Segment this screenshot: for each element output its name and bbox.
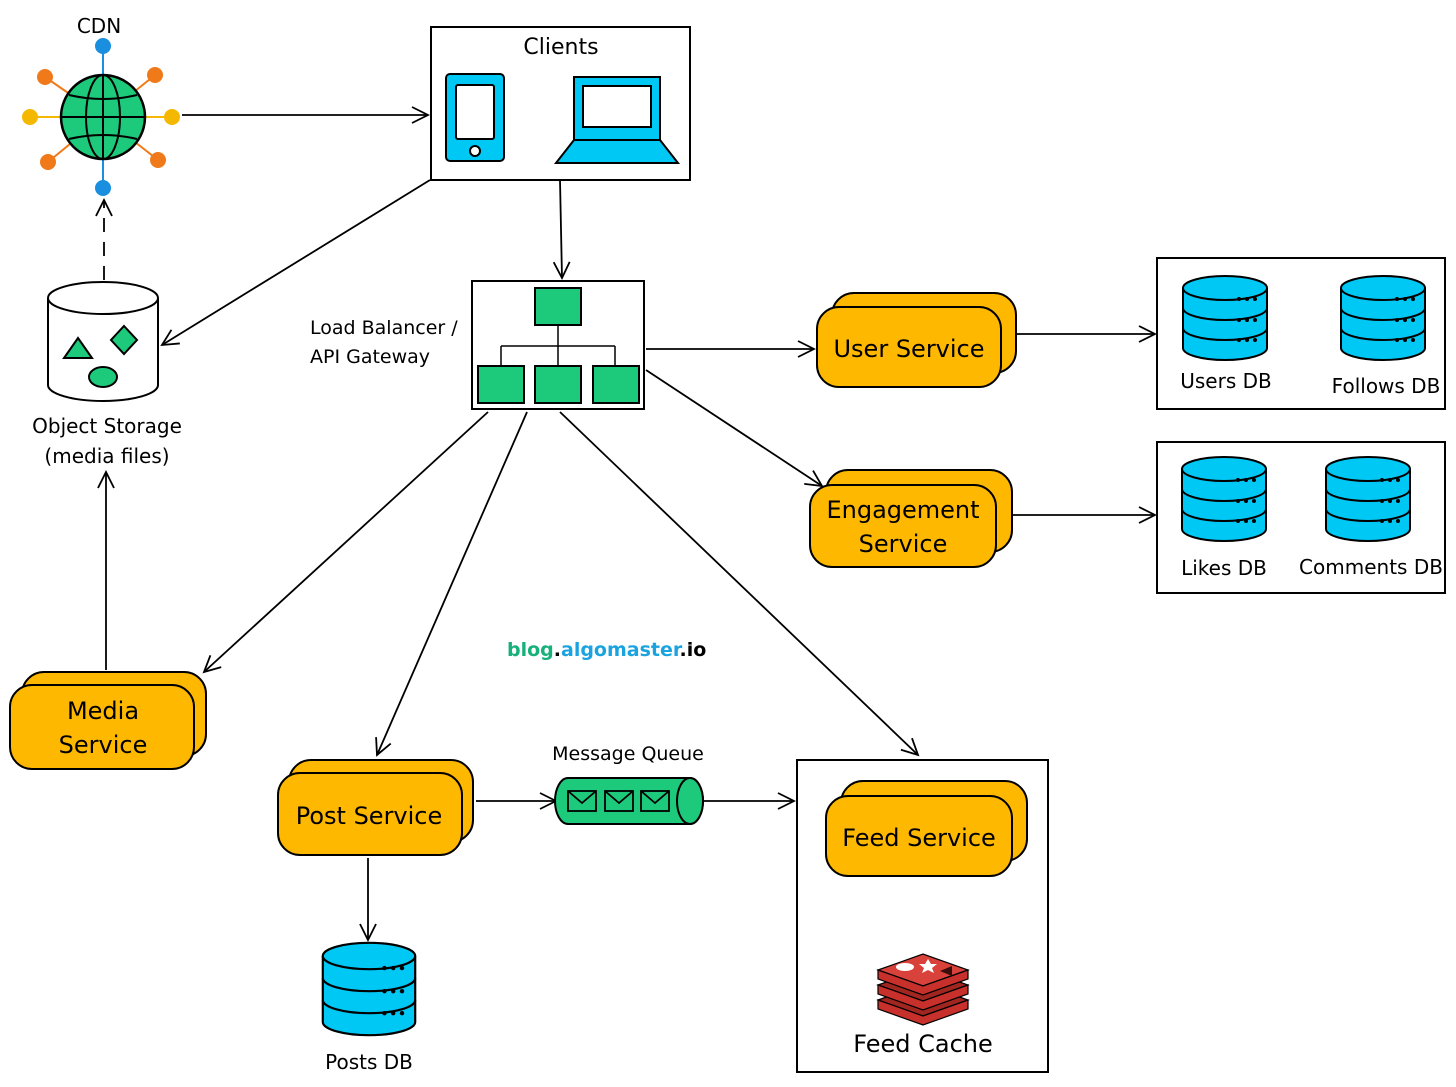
api-gateway-label: API Gateway [310,346,430,368]
cdn-icon [22,38,180,196]
feed-service-node [825,780,1028,877]
laptop-icon [553,76,681,164]
follows-db-label: Follows DB [1332,374,1441,398]
message-queue-label: Message Queue [552,743,704,765]
connector-arrows [104,115,1155,950]
arrow-lb-to-post-service [377,411,528,755]
media-service-label: Media [67,697,139,725]
engagement-service-label: Engagement [826,496,979,524]
arrow-clients-to-object-storage [162,179,431,345]
engagement-service-node [809,469,1013,568]
comments-db-label: Comments DB [1299,555,1443,579]
likes-db-icon [1181,456,1267,542]
arrow-lb-to-feed-box [559,411,918,755]
watermark: blog.algomaster.io [507,639,706,661]
cdn-label: CDN [77,14,121,38]
likes-db-label: Likes DB [1181,556,1267,580]
feed-cache-label: Feed Cache [853,1030,993,1058]
users-db-label: Users DB [1180,369,1271,393]
object-storage-sublabel: (media files) [44,444,169,468]
clients-title: Clients [523,35,598,60]
message-queue-icon [554,777,704,825]
users-db-icon [1182,275,1268,361]
post-service-node [277,759,474,856]
load-balancer-icon [471,280,645,410]
clients-box: Clients [430,26,691,181]
posts-db-label: Posts DB [325,1050,413,1074]
post-service-label: Post Service [296,802,443,830]
media-service-sublabel: Service [59,731,148,759]
arrow-clients-to-load-balancer [560,179,562,278]
load-balancer-label: Load Balancer / [310,317,458,339]
object-storage-icon [47,281,159,402]
posts-db-icon [321,941,417,1037]
media-service-node [9,671,207,770]
follows-db-icon [1340,275,1426,361]
arrow-lb-to-media-service [204,411,489,672]
user-service-node [816,292,1017,388]
user-service-label: User Service [833,335,984,363]
mobile-phone-icon [445,73,505,162]
arrow-lb-to-engagement-service [645,369,822,486]
comments-db-icon [1325,456,1411,542]
engagement-service-sublabel: Service [859,530,948,558]
feed-service-label: Feed Service [842,824,996,852]
envelope-icon [567,790,670,812]
object-storage-label: Object Storage [32,414,182,438]
cache-stack-icon [876,953,970,1026]
